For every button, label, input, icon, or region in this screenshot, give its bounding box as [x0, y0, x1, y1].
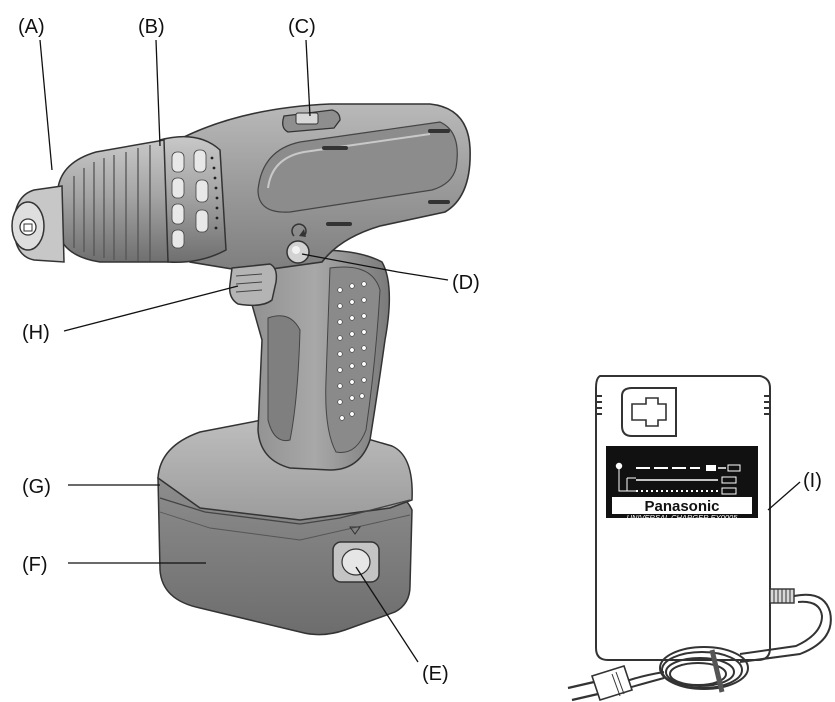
body-side-panel-highlight: [267, 133, 431, 189]
vent-slots: [322, 129, 450, 226]
grip-front-recess: [267, 315, 301, 442]
leader-lines: [39, 39, 801, 663]
label-a: (A): [18, 16, 45, 38]
leader-h: [63, 285, 239, 332]
cordless-drill: [11, 103, 471, 636]
charger-cord-strain-relief: [769, 588, 795, 604]
charger-brand: Panasonic: [644, 498, 719, 515]
label-b: (B): [138, 16, 165, 38]
label-e: (E): [422, 663, 449, 685]
power-plug: [567, 665, 634, 702]
charger-battery-slot: [621, 387, 677, 437]
label-h: (H): [22, 322, 50, 344]
rotation-arrow-icon: [291, 223, 307, 237]
callout-labels: (A) (B) (C) (D) (E) (F) (G) (H) (I): [18, 16, 822, 685]
charger-side-vents: [596, 395, 770, 415]
body-side-panel: [257, 121, 458, 213]
label-g: (G): [22, 476, 51, 498]
leader-i: [767, 481, 801, 511]
battery-release-button-face: [341, 548, 371, 576]
leader-a: [39, 39, 53, 171]
battery-seam: [159, 497, 411, 525]
battery-pack: [157, 419, 413, 636]
label-i: (I): [803, 470, 822, 492]
speed-selector: [282, 109, 341, 133]
charger-model-line: UNIVERSAL CHARGER EY0005: [627, 513, 739, 522]
drill-handle: [239, 249, 391, 471]
release-arrow-icon: [349, 526, 361, 535]
leader-d: [301, 253, 449, 281]
reverse-lever: [286, 223, 310, 264]
leader-b: [155, 39, 161, 147]
clutch-collar: [159, 135, 227, 263]
grip-rubber-panel: [325, 266, 381, 454]
grip-dots: [337, 281, 367, 421]
label-f: (F): [22, 554, 48, 576]
keyless-chuck: [11, 139, 169, 263]
trigger-switch: [228, 263, 278, 307]
leader-e: [355, 566, 419, 663]
charger-brand-box: [612, 497, 752, 514]
label-c: (C): [288, 16, 316, 38]
battery-charger: Panasonic UNIVERSAL CHARGER EY0005: [567, 375, 832, 702]
label-d: (D): [452, 272, 480, 294]
charger-indicator-lines: [615, 462, 741, 495]
leader-c: [305, 39, 311, 117]
